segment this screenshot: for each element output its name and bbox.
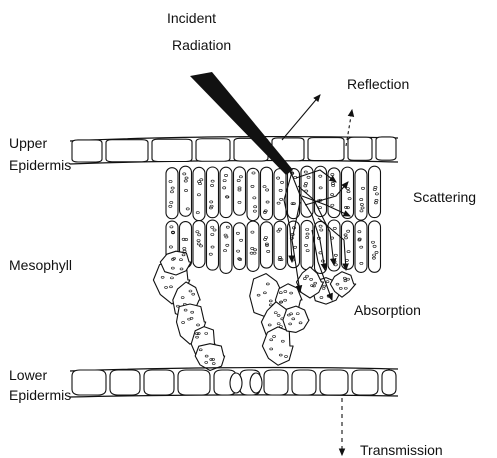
palisade-cell: [180, 166, 192, 216]
palisade-cell: [369, 166, 381, 217]
palisade-cell: [274, 221, 286, 269]
spongy-mesophyll-cell: [195, 344, 225, 371]
lower-epidermis-label-line2: Epidermis: [9, 387, 71, 403]
palisade-cell: [274, 169, 286, 220]
upper-epidermis: [70, 137, 398, 164]
scattering-label: Scattering: [413, 189, 476, 205]
palisade-cell: [234, 223, 246, 270]
palisade-cell: [247, 221, 259, 271]
upper-epidermis-cell: [106, 140, 148, 162]
palisade-cell: [220, 222, 232, 273]
upper-epidermis-cell: [308, 138, 344, 161]
lower-epidermis-cell: [292, 370, 316, 395]
palisade-cell: [355, 169, 367, 220]
lower-epidermis-cell: [352, 370, 378, 395]
reflection-arrow: [282, 95, 320, 140]
palisade-cell: [301, 220, 313, 269]
spongy-mesophyll-cell: [283, 306, 309, 332]
lower-epidermis-cell: [320, 370, 348, 395]
palisade-cell: [220, 167, 232, 217]
guard-cell: [250, 373, 262, 393]
spongy-mesophyll-cell: [262, 327, 293, 365]
transmission-label: Transmission: [360, 442, 443, 458]
upper-epidermis-cell: [72, 140, 102, 162]
lower-epidermis-cell: [72, 370, 106, 395]
lower-epidermis-cell: [144, 370, 174, 395]
palisade-cell: [247, 168, 259, 220]
lower-epidermis-cell: [178, 370, 210, 395]
lower-epidermis-cell: [264, 370, 288, 395]
upper-epidermis-cell: [376, 137, 396, 160]
upper-epidermis-label-line1: Upper: [9, 135, 47, 151]
palisade-cell: [193, 167, 205, 220]
palisade-cell: [369, 221, 381, 272]
palisade-cell: [207, 220, 219, 270]
absorption-label: Absorption: [354, 302, 421, 318]
reflection-label: Reflection: [347, 76, 409, 92]
guard-cell: [230, 373, 242, 393]
palisade-cell: [193, 221, 205, 268]
incident-label-line2: Radiation: [172, 37, 231, 53]
lower-epidermis-cell: [110, 370, 140, 395]
mesophyll-label: Mesophyll: [9, 257, 72, 273]
lower-epidermis-label-line1: Lower: [9, 367, 47, 383]
upper-epidermis-cell: [196, 139, 230, 162]
upper-epidermis-cell: [348, 137, 372, 160]
palisade-cell: [342, 221, 354, 269]
palisade-cell: [207, 167, 219, 218]
incident-label-line1: Incident: [167, 10, 216, 26]
upper-epidermis-label-line2: Epidermis: [9, 157, 71, 173]
palisade-cell: [166, 168, 178, 219]
lower-epidermis-cell: [382, 370, 396, 395]
upper-epidermis-cell: [152, 139, 192, 161]
lower-epidermis: [70, 368, 398, 397]
